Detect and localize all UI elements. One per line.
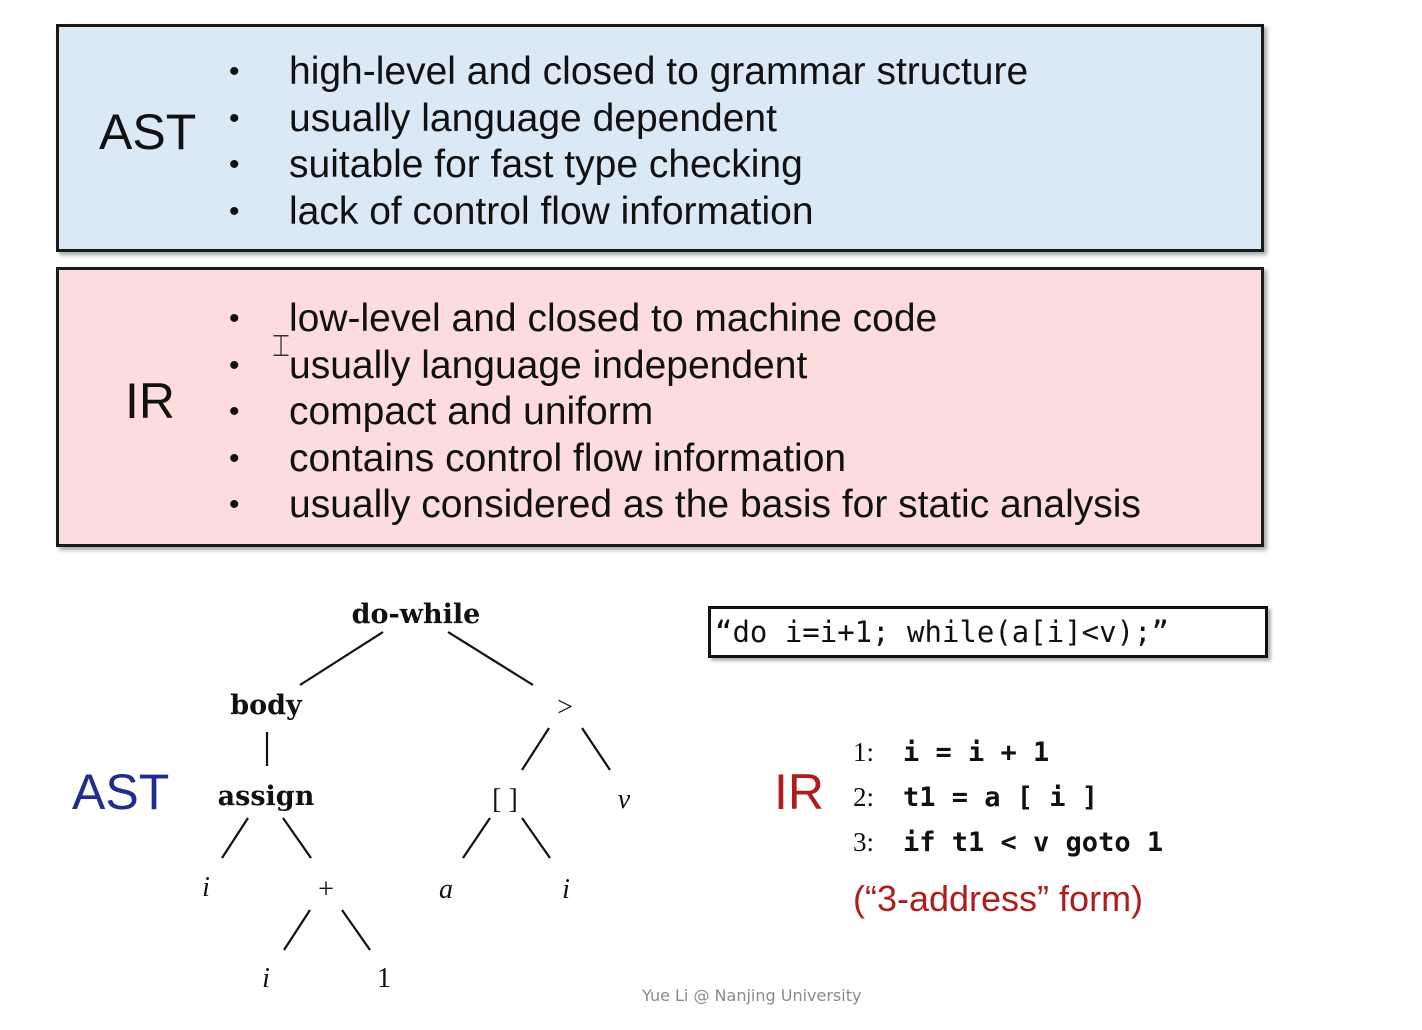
ir-bullet: low-level and closed to machine code — [229, 296, 1141, 343]
ir-bullet: contains control flow information — [229, 436, 1141, 483]
node-greater-than: > — [557, 692, 573, 723]
ir-line: 3: if t1 < v goto 1 — [853, 820, 1163, 865]
ir-code-listing: 1: i = i + 1 2: t1 = a [ i ] 3: if t1 < v g… — [853, 730, 1163, 865]
ir-bullet: usually considered as the basis for stat… — [229, 482, 1141, 529]
ir-line-number: 1: — [853, 737, 875, 767]
edge-gt-v — [581, 727, 611, 771]
node-i: i — [262, 963, 270, 994]
ast-bullet: suitable for fast type checking — [229, 142, 1028, 189]
edge-plus-i — [283, 909, 311, 951]
node-i: i — [202, 872, 210, 903]
ir-box-label: IR — [125, 373, 175, 429]
ir-bullet: usually language independent — [229, 343, 1141, 390]
node-one: 1 — [377, 963, 391, 994]
ast-bullet: usually language dependent — [229, 96, 1028, 143]
three-address-note: (“3-address” form) — [853, 878, 1144, 919]
ir-properties-box: IR low-level and closed to machine code … — [56, 267, 1264, 547]
ir-diagram-label: IR — [774, 764, 824, 820]
edge-assign-i — [221, 817, 249, 859]
ast-bullet: lack of control flow information — [229, 189, 1028, 236]
edge-dowhile-body — [299, 631, 384, 686]
ast-tree: do-while body > assign [ ] v i + a i i 1 — [202, 599, 631, 994]
edge-index-i — [521, 817, 551, 859]
node-a: a — [439, 874, 453, 905]
source-code-box: “do i=i+1; while(a[i]<v);” — [708, 606, 1268, 658]
ir-line-number: 2: — [853, 782, 875, 812]
ir-line-code: i = i + 1 — [903, 737, 1050, 768]
ast-bullet: high-level and closed to grammar structu… — [229, 49, 1028, 96]
ir-line: 1: i = i + 1 — [853, 730, 1163, 775]
node-do-while: do-while — [352, 599, 481, 630]
ir-bullet: compact and uniform — [229, 389, 1141, 436]
footer-credit: Yue Li @ Nanjing University — [642, 986, 862, 1005]
node-plus: + — [318, 874, 334, 905]
node-assign: assign — [218, 781, 315, 812]
edge-index-a — [462, 817, 491, 859]
ast-diagram-label: AST — [72, 764, 170, 820]
edge-plus-one — [341, 909, 371, 951]
node-index: [ ] — [492, 784, 518, 815]
node-i: i — [562, 874, 570, 905]
ir-line-code: t1 = a [ i ] — [903, 782, 1099, 813]
ir-line-code: if t1 < v goto 1 — [903, 827, 1164, 858]
ast-bullet-list: high-level and closed to grammar structu… — [229, 49, 1028, 235]
text-cursor-icon: ⌶ — [272, 329, 290, 364]
edge-assign-plus — [282, 817, 312, 859]
ir-line-number: 3: — [853, 827, 875, 857]
ast-box-label: AST — [99, 104, 197, 160]
ir-bullet-list: low-level and closed to machine code usu… — [229, 296, 1141, 529]
node-v: v — [618, 784, 631, 815]
edge-gt-index — [521, 727, 550, 771]
ir-line: 2: t1 = a [ i ] — [853, 775, 1163, 820]
edge-dowhile-gt — [447, 631, 534, 686]
node-body: body — [230, 690, 303, 721]
ast-properties-box: AST high-level and closed to grammar str… — [56, 24, 1264, 252]
